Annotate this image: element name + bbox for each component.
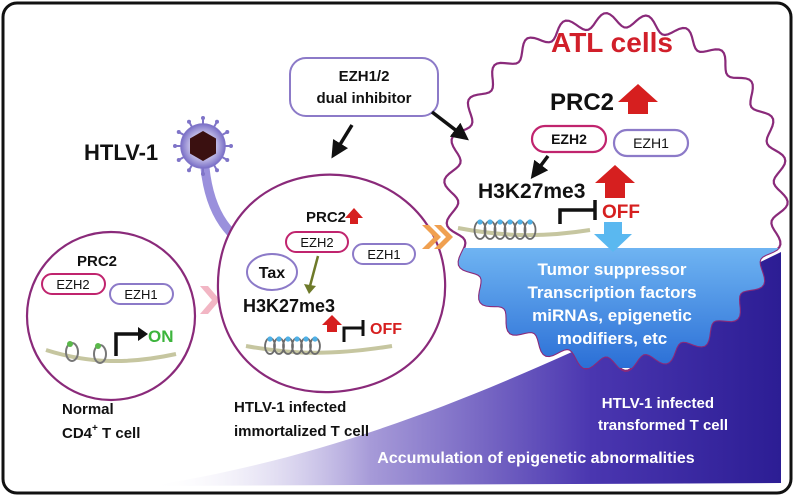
immortalized-caption-line1: HTLV-1 infected [234, 399, 346, 416]
atl-down-arrow-icon [594, 222, 632, 252]
inhibitor-arrow-left [331, 124, 354, 159]
normal-caption-line2: CD4+ T cell [62, 423, 140, 442]
atl-target-item: modifiers, etc [557, 329, 668, 348]
immortalized-ezh1-label: EZH1 [367, 247, 400, 262]
immortalized-ezh2-arrowhead [304, 284, 316, 294]
immortalized-ezh1-box [352, 243, 416, 265]
atl-nucleosome-icon [473, 219, 537, 240]
atl-mark-label: H3K27me3 [478, 180, 585, 203]
atl-off-label: OFF [602, 202, 640, 223]
normal-dna-strand [45, 348, 177, 364]
normal-ezh2-label: EZH2 [56, 277, 89, 292]
bottom-banner-label: Accumulation of epigenetic abnormalities [377, 450, 694, 467]
inhibitor-label-line1: EZH1/2 [339, 68, 390, 85]
normal-caption-line1: Normal [62, 401, 114, 418]
tax-bubble [246, 253, 298, 291]
atl-dna-strand [457, 226, 591, 238]
inhibitor-label-line2: dual inhibitor [317, 90, 412, 107]
atl-prc2-up-arrow-icon [618, 84, 658, 114]
immortalized-mark-up-arrow-icon [322, 315, 342, 332]
normal-ezh2-box [41, 273, 106, 295]
immortalized-caption-line2: immortalized T cell [234, 423, 369, 440]
atl-caption-line1: HTLV-1 infected [602, 395, 714, 412]
normal-ezh1-box [109, 283, 174, 305]
immortalized-ezh2-box [285, 231, 349, 253]
atl-ezh2-box [530, 124, 608, 154]
immortalized-ezh2-label: EZH2 [300, 235, 333, 250]
accumulation-wedge [150, 252, 781, 486]
progression-chevron-1 [200, 286, 220, 314]
normal-nucleosome-icon [65, 341, 107, 364]
atl-ezh1-box [612, 128, 690, 158]
immortalized-off-label: OFF [370, 321, 402, 338]
atl-ezh2-label: EZH2 [551, 131, 587, 147]
progression-chevron-3 [434, 225, 453, 249]
tax-label: Tax [259, 265, 285, 282]
normal-prc2-label: PRC2 [77, 253, 117, 270]
immortalized-prc2-label: PRC2 [306, 209, 346, 226]
atl-target-item: Transcription factors [527, 283, 696, 302]
normal-ezh1-label: EZH1 [124, 287, 157, 302]
immortalized-prc2-up-arrow-icon [345, 208, 363, 224]
immortalized-repression-icon [342, 326, 362, 342]
atl-caption-line2: transformed T cell [598, 417, 728, 434]
atl-ezh1-label: EZH1 [633, 135, 669, 151]
virus-label: HTLV-1 [84, 140, 158, 165]
virus-icon [173, 116, 233, 176]
atl-mark-up-arrow-icon [595, 165, 635, 198]
atl-title: ATL cells [551, 27, 673, 58]
atl-target-item: miRNAs, epigenetic [532, 306, 692, 325]
immortalized-cell [216, 173, 447, 394]
atl-target-item: Tumor suppressor [538, 260, 687, 279]
atl-repression-icon [558, 208, 594, 224]
normal-on-arrowhead [138, 327, 148, 341]
inhibitor-box [289, 57, 439, 117]
immortalized-mark-label: H3K27me3 [243, 296, 335, 316]
normal-on-arrow-icon [114, 332, 140, 356]
immortalized-ezh2-arrow [308, 255, 320, 287]
atl-ezh2-arrow [530, 154, 550, 179]
atl-prc2-label: PRC2 [550, 89, 614, 116]
normal-on-label: ON [148, 327, 174, 346]
progression-chevron-2 [422, 225, 441, 249]
immortalized-nucleosome-icon [264, 336, 321, 355]
atl-target-list: Tumor suppressor Transcription factors m… [527, 260, 696, 348]
inhibitor-arrow-right [430, 110, 469, 141]
